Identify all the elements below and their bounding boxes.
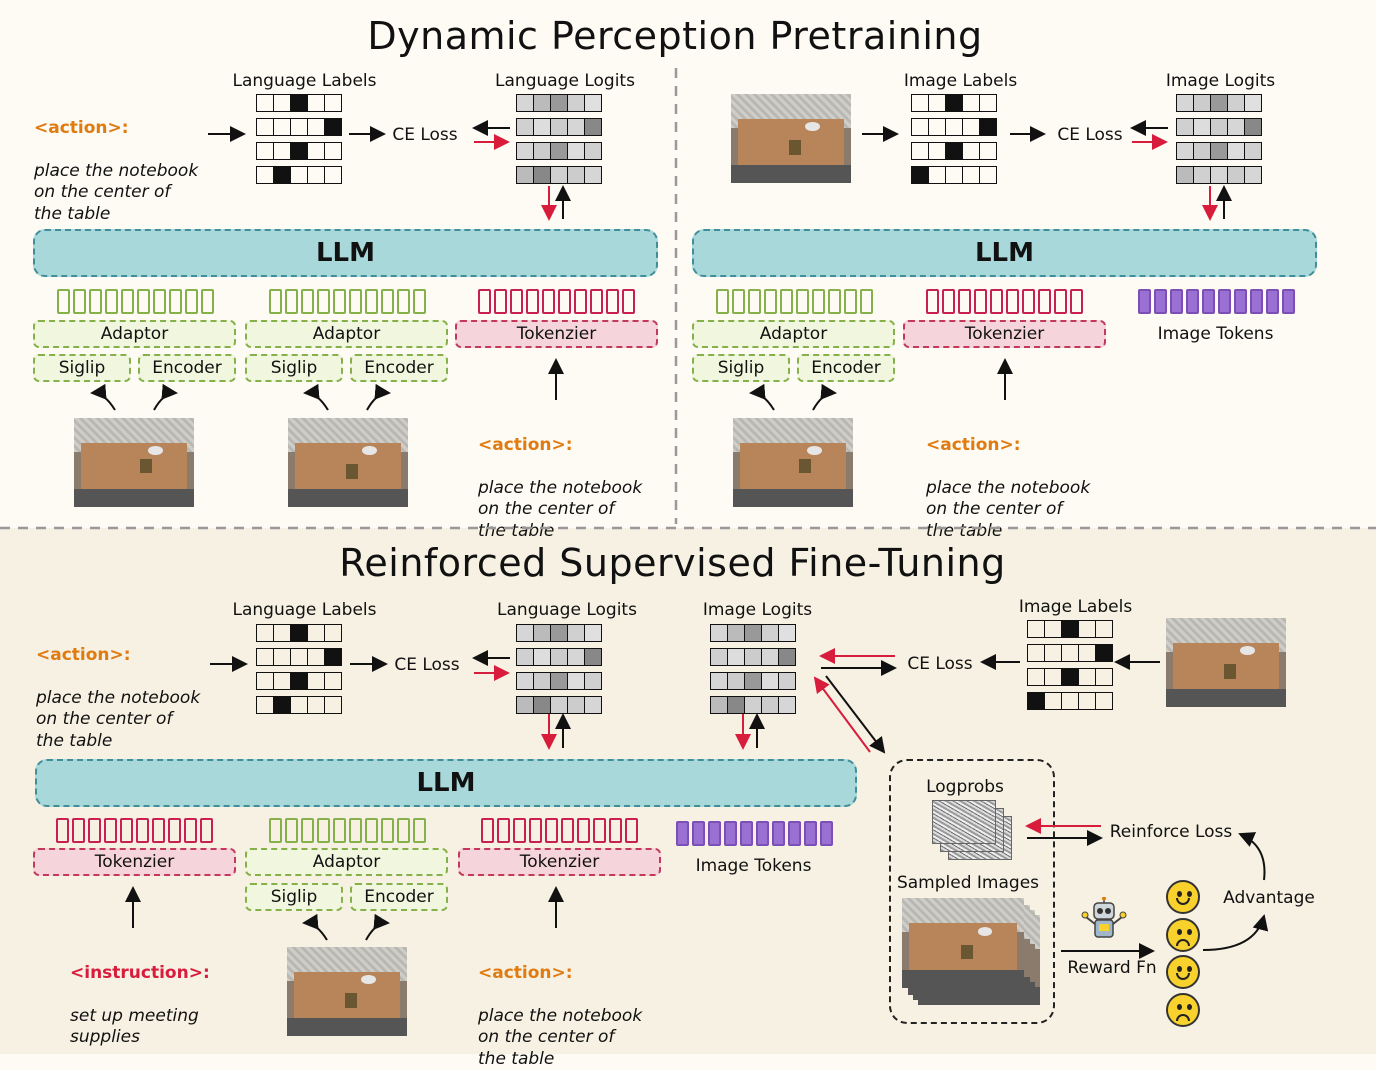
language-logits-title: Language Logits [495, 71, 635, 91]
image-logits-title: Image Logits [1165, 71, 1276, 91]
logprobs-label: Logprobs [926, 777, 1004, 797]
instruction-tag: <instruction>: [70, 962, 210, 983]
image-labels-title: Image Labels [903, 71, 1018, 91]
action-text: place the notebook on the center of the … [926, 477, 1091, 541]
tokenizer-action-prompt: <action>: place the notebook on the cent… [478, 413, 642, 542]
text-tokens [481, 818, 638, 843]
language-logits-title: Language Logits [497, 600, 637, 620]
encoder-box: Encoder [350, 354, 448, 382]
image-tokens-label: Image Tokens [1157, 324, 1274, 344]
rl-dashed-box [889, 759, 1055, 1024]
encoder-box: Encoder [138, 354, 236, 382]
bottom-title: Reinforced Supervised Fine-Tuning [339, 541, 1006, 585]
adaptor-box: Adaptor [245, 320, 448, 348]
ce-loss-label: CE Loss [907, 654, 973, 674]
sad-face-icon [1166, 993, 1200, 1027]
scene-image [731, 94, 851, 183]
image-labels-title: Image Labels [1018, 597, 1133, 617]
image-logits-title: Image Logits [702, 600, 813, 620]
tokenizer-box: Tokenzier [455, 320, 658, 348]
ce-loss-label: CE Loss [1057, 125, 1123, 145]
language-logits-grid [516, 94, 602, 184]
tokenizer-box: Tokenzier [903, 320, 1106, 348]
adaptor-output-tokens [269, 289, 426, 314]
happy-face-icon [1166, 955, 1200, 989]
language-labels-title: Language Labels [232, 600, 377, 620]
language-logits-grid [516, 624, 602, 714]
happy-face-icon [1166, 880, 1200, 914]
action-tag: <action>: [36, 644, 131, 665]
siglip-box: Siglip [245, 883, 343, 911]
language-labels-grid [256, 94, 342, 184]
image-tokens-label: Image Tokens [695, 856, 812, 876]
advantage-label: Advantage [1223, 888, 1315, 908]
encoder-box: Encoder [797, 354, 895, 382]
siglip-box: Siglip [33, 354, 131, 382]
instruction-text: set up meeting supplies [70, 1005, 199, 1048]
tokenizer-action-prompt: <action>: place the notebook on the cent… [926, 413, 1090, 542]
tokenizer-box: Tokenzier [458, 848, 661, 876]
image-tokens [676, 821, 833, 846]
action-tag: <action>: [478, 962, 573, 983]
logprob-map [932, 800, 996, 844]
ce-loss-label: CE Loss [392, 125, 458, 145]
bottom-action-prompt: <action>: place the notebook on the cent… [36, 623, 200, 752]
llm-block: LLM [35, 759, 857, 807]
scene-image [288, 418, 408, 507]
adaptor-box: Adaptor [33, 320, 236, 348]
image-logits-grid [710, 624, 796, 714]
text-tokens [926, 289, 1083, 314]
language-labels-title: Language Labels [232, 71, 377, 91]
siglip-box: Siglip [245, 354, 343, 382]
encoder-box: Encoder [350, 883, 448, 911]
image-labels-grid [911, 94, 997, 184]
llm-block: LLM [692, 229, 1317, 277]
adaptor-box: Adaptor [692, 320, 895, 348]
action-text: place the notebook on the center of the … [34, 160, 199, 224]
tokenizer-box: Tokenzier [33, 848, 236, 876]
action-text: place the notebook on the center of the … [36, 687, 201, 751]
top-title: Dynamic Perception Pretraining [367, 14, 983, 58]
adaptor-box: Adaptor [245, 848, 448, 876]
action-tag: <action>: [478, 434, 573, 455]
language-labels-grid [256, 624, 342, 714]
action-text: place the notebook on the center of the … [478, 477, 643, 541]
text-tokens [56, 818, 213, 843]
ce-loss-label: CE Loss [394, 655, 460, 675]
adaptor-output-tokens [269, 818, 426, 843]
action-tag: <action>: [926, 434, 1021, 455]
image-tokens [1138, 289, 1295, 314]
sampled-images-label: Sampled Images [896, 873, 1040, 893]
scene-image [287, 947, 407, 1036]
adaptor-output-tokens [57, 289, 214, 314]
adaptor-output-tokens [716, 289, 873, 314]
llm-block: LLM [33, 229, 658, 277]
robot-icon [1081, 897, 1127, 938]
image-logits-grid [1176, 94, 1262, 184]
text-tokens [478, 289, 635, 314]
instruction-prompt: <instruction>: set up meeting supplies [70, 941, 210, 1049]
sad-face-icon [1166, 918, 1200, 952]
reinforce-loss-label: Reinforce Loss [1109, 822, 1233, 842]
top-left-action-prompt: <action>: place the notebook on the cent… [34, 96, 198, 225]
scene-image [74, 418, 194, 507]
sampled-image [902, 898, 1024, 988]
image-labels-grid [1027, 620, 1113, 710]
scene-image [1166, 618, 1286, 707]
reward-fn-label: Reward Fn [1067, 958, 1157, 978]
scene-image [733, 418, 853, 507]
action-tag: <action>: [34, 117, 129, 138]
siglip-box: Siglip [692, 354, 790, 382]
